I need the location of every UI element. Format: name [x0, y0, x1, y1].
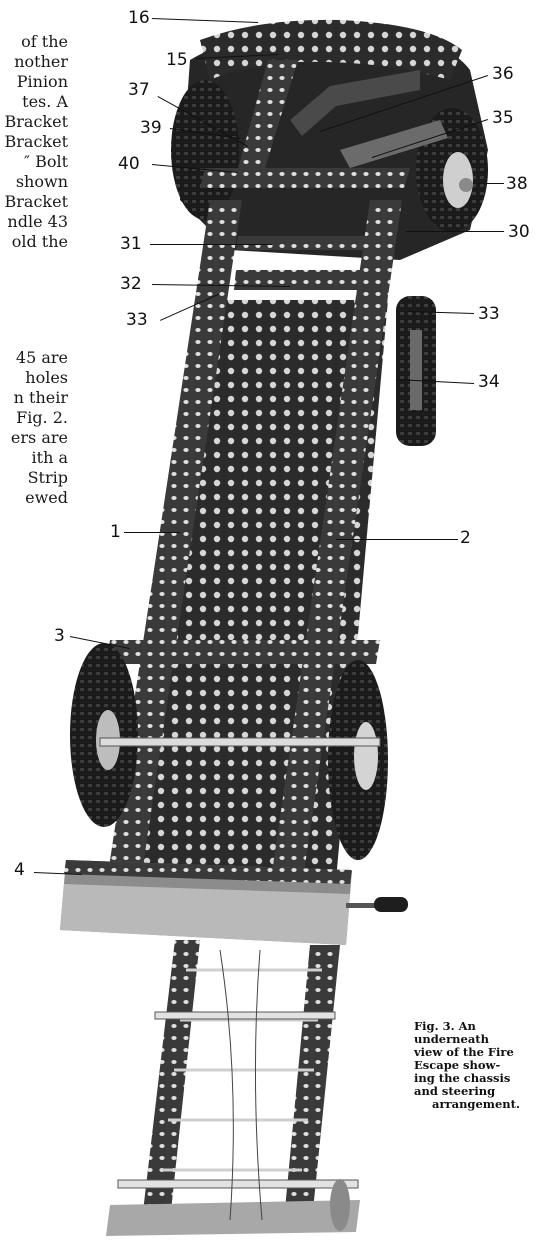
part-label-32: 32 [120, 274, 142, 294]
caption-line: and steering [414, 1084, 496, 1098]
rear-axle-rod [99, 737, 381, 747]
leader-line-38 [478, 183, 504, 184]
steering-link-36 [290, 70, 420, 136]
part-label-31: 31 [120, 234, 142, 254]
ladder-top-rod [154, 1011, 336, 1020]
part-label-39: 39 [140, 118, 162, 138]
ladder-right-rail [284, 945, 340, 1220]
part-label-4: 4 [14, 860, 25, 880]
front-left-wheel [171, 80, 239, 220]
caption-line: Fig. 3. An [414, 1019, 476, 1033]
part-label-40: 40 [118, 154, 140, 174]
body-text-line: holes [25, 368, 70, 388]
ladder-rungs [162, 968, 322, 1172]
body-text-line: Bracket [4, 112, 70, 132]
ladder-pulley [330, 1179, 350, 1231]
crank-rod [346, 903, 376, 908]
ladder-base-plate [106, 1200, 360, 1236]
crank-handle [374, 897, 408, 912]
body-text-line: n their [13, 388, 70, 408]
body-text-line: shown [15, 172, 70, 192]
part-label-33: 33 [478, 304, 500, 324]
leader-line-31 [150, 244, 272, 245]
caption-line: view of the Fire [414, 1045, 514, 1059]
ladder-bottom-rod [117, 1179, 359, 1189]
body-text-line: old the [11, 232, 70, 252]
steering-bracket-35 [340, 120, 448, 168]
front-cross-member [200, 168, 410, 188]
body-text-line: Strip [27, 468, 70, 488]
body-text-line: of the [21, 32, 70, 52]
caption-line: ing the chassis [414, 1071, 511, 1085]
right-side-member [268, 200, 402, 900]
part-label-30: 30 [508, 222, 530, 242]
front-right-hub [443, 152, 473, 208]
body-text-line: ers are [10, 428, 70, 448]
body-text-line: ith a [31, 448, 70, 468]
front-top-plate [200, 19, 462, 80]
part-label-16: 16 [128, 8, 150, 28]
body-text-line: ndle 43 [7, 212, 70, 232]
ladder-cords [219, 949, 263, 1221]
part-label-15: 15 [166, 50, 188, 70]
rear-tray-front [60, 884, 350, 945]
body-text-line: nother [14, 52, 70, 72]
rear-cross-member [106, 640, 380, 664]
part-label-38: 38 [506, 174, 528, 194]
body-text-line: tes. A [22, 92, 70, 112]
body-text-line: Bracket [4, 132, 70, 152]
leader-line-30 [406, 231, 504, 232]
part-label-1: 1 [110, 522, 121, 542]
part-label-34: 34 [478, 372, 500, 392]
cross-strip-32 [234, 270, 390, 290]
part-label-37: 37 [128, 80, 150, 100]
caption-line: Escape show- [414, 1058, 501, 1072]
cross-strip-31 [236, 236, 392, 250]
body-text-line: Bracket [4, 192, 70, 212]
rear-tray-edge [64, 860, 352, 884]
body-text-line: Fig. 2. [16, 408, 70, 428]
part-label-33: 33 [126, 310, 148, 330]
caption-line: arrangement. [432, 1097, 520, 1111]
body-text-line: Pinion [16, 72, 70, 92]
part-label-3: 3 [54, 626, 65, 646]
steering-arm-15 [236, 60, 298, 178]
body-text-line: ″ Bolt [24, 152, 70, 172]
caption-line: underneath [414, 1032, 489, 1046]
front-right-axle-nut [459, 178, 473, 192]
rear-right-hub [354, 722, 378, 790]
part-label-2: 2 [460, 528, 471, 548]
body-text-line: 45 are [15, 348, 70, 368]
right-drive-hub [410, 330, 422, 410]
part-label-36: 36 [492, 64, 514, 84]
ladder-left-rail [142, 940, 200, 1220]
leader-line-2 [336, 539, 458, 540]
left-side-member [104, 200, 242, 900]
part-label-35: 35 [492, 108, 514, 128]
leader-line-1 [124, 532, 180, 533]
body-text-line: ewed [25, 488, 70, 508]
